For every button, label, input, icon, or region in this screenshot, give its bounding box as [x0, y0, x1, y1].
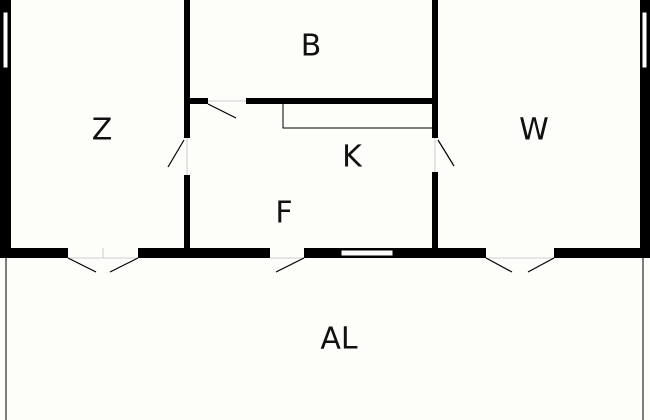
wall-lower-seg-2 — [138, 248, 270, 258]
door-z-al-right — [109, 257, 139, 273]
wall-z-f — [184, 175, 190, 252]
wall-lower-seg-4 — [554, 248, 650, 258]
room-label-b: B — [301, 29, 322, 64]
room-label-w: W — [519, 113, 549, 148]
window-right — [641, 11, 648, 69]
wall-lower-seg-3 — [304, 248, 486, 258]
room-label-k: K — [342, 140, 363, 175]
window-lower — [340, 249, 394, 257]
wall-b-k-left — [190, 98, 208, 104]
room-label-z: Z — [92, 113, 113, 148]
door-z-f — [167, 139, 185, 168]
room-label-f: F — [275, 196, 292, 231]
door-b-k — [207, 103, 237, 119]
kitchen-counter — [282, 104, 432, 129]
wall-right-upper — [640, 0, 650, 258]
wall-z-b — [184, 0, 190, 138]
room-label-al: AL — [320, 322, 358, 357]
door-w-al-right — [527, 257, 555, 273]
door-w-al-left — [485, 257, 513, 273]
window-left — [2, 11, 9, 69]
wall-b-k-right — [246, 98, 432, 104]
wall-k-w — [432, 172, 438, 252]
door-z-al-left — [67, 257, 97, 273]
door-f-al — [275, 257, 305, 273]
wall-b-w — [432, 0, 438, 138]
door-k-w — [437, 139, 455, 167]
wall-lower-seg-1 — [0, 248, 68, 258]
wall-left-upper — [0, 0, 11, 258]
